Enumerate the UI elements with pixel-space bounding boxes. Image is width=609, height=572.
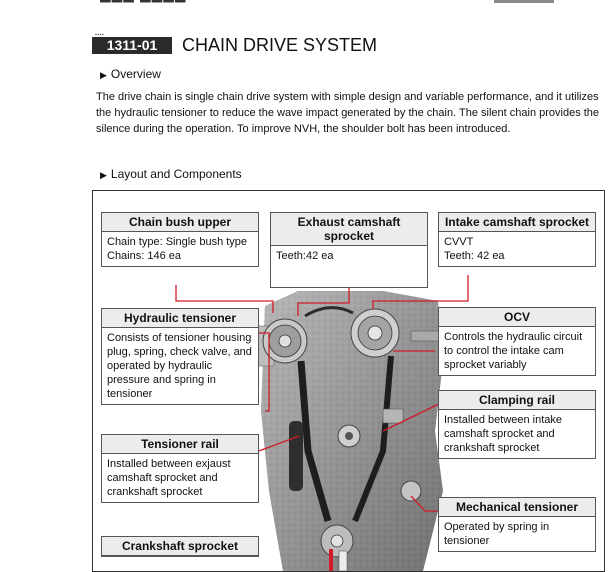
layout-heading-label: Layout and Components [111,167,242,181]
previous-page-header-fragment: ▀▀▀ ▀▀▀▀ [100,0,187,11]
callout-title: Tensioner rail [102,435,258,454]
callout-body: Controls the hydraulic circuit to contro… [439,327,595,375]
callout-body: Teeth:42 ea [271,246,427,266]
callout-title: Clamping rail [439,391,595,410]
callout-line: Chain type: Single bush type [107,235,253,249]
callout-title: Hydraulic tensioner [102,309,258,328]
callout-title: Chain bush upper [102,213,258,232]
callout-line: Consists of tensioner housing plug, spri… [107,331,253,401]
callout-line: Teeth: 42 ea [444,249,590,263]
layout-diagram: Chain bush upper Chain type: Single bush… [92,190,605,572]
callout-clamping-rail: Clamping rail Installed between intake c… [438,390,596,459]
triangle-bullet-icon: ▶ [100,70,107,80]
top-bar-decoration [494,0,554,3]
callout-line: Controls the hydraulic circuit to contro… [444,330,590,372]
overview-paragraph: The drive chain is single chain drive sy… [96,89,601,137]
callout-title: Exhaust camshaft sprocket [271,213,427,246]
callout-body: Installed between exjaust camshaft sproc… [102,454,258,502]
callout-mechanical-tensioner: Mechanical tensioner Operated by spring … [438,497,596,552]
callout-title: Intake camshaft sprocket [439,213,595,232]
callout-line: CVVT [444,235,590,249]
callout-ocv: OCV Controls the hydraulic circuit to co… [438,307,596,376]
callout-chain-bush-upper: Chain bush upper Chain type: Single bush… [101,212,259,267]
callout-line: Teeth:42 ea [276,249,422,263]
callout-tensioner-rail: Tensioner rail Installed between exjaust… [101,434,259,503]
overview-heading: ▶ Overview [100,67,161,81]
callout-body: Installed between intake camshaft sprock… [439,410,595,458]
callout-exhaust-camshaft-sprocket: Exhaust camshaft sprocket Teeth:42 ea [270,212,428,288]
callout-title: Crankshaft sprocket [102,537,258,556]
callout-title: Mechanical tensioner [439,498,595,517]
callout-line: Installed between intake camshaft sprock… [444,413,590,455]
callout-line: Chains: 146 ea [107,249,253,263]
callout-title: OCV [439,308,595,327]
callout-line: Installed between exjaust camshaft sproc… [107,457,253,499]
callout-crankshaft-sprocket: Crankshaft sprocket [101,536,259,557]
callout-body: Consists of tensioner housing plug, spri… [102,328,258,404]
callout-intake-camshaft-sprocket: Intake camshaft sprocket CVVT Teeth: 42 … [438,212,596,267]
overview-heading-label: Overview [111,67,161,81]
callout-line: Operated by spring in tensioner [444,520,590,548]
layout-heading: ▶ Layout and Components [100,167,242,181]
callout-hydraulic-tensioner: Hydraulic tensioner Consists of tensione… [101,308,259,405]
section-code-badge: 1311-01 [92,37,172,54]
callout-body: CVVT Teeth: 42 ea [439,232,595,266]
callout-body: Operated by spring in tensioner [439,517,595,551]
callout-body: Chain type: Single bush type Chains: 146… [102,232,258,266]
page-title: CHAIN DRIVE SYSTEM [182,35,377,56]
triangle-bullet-icon: ▶ [100,170,107,180]
